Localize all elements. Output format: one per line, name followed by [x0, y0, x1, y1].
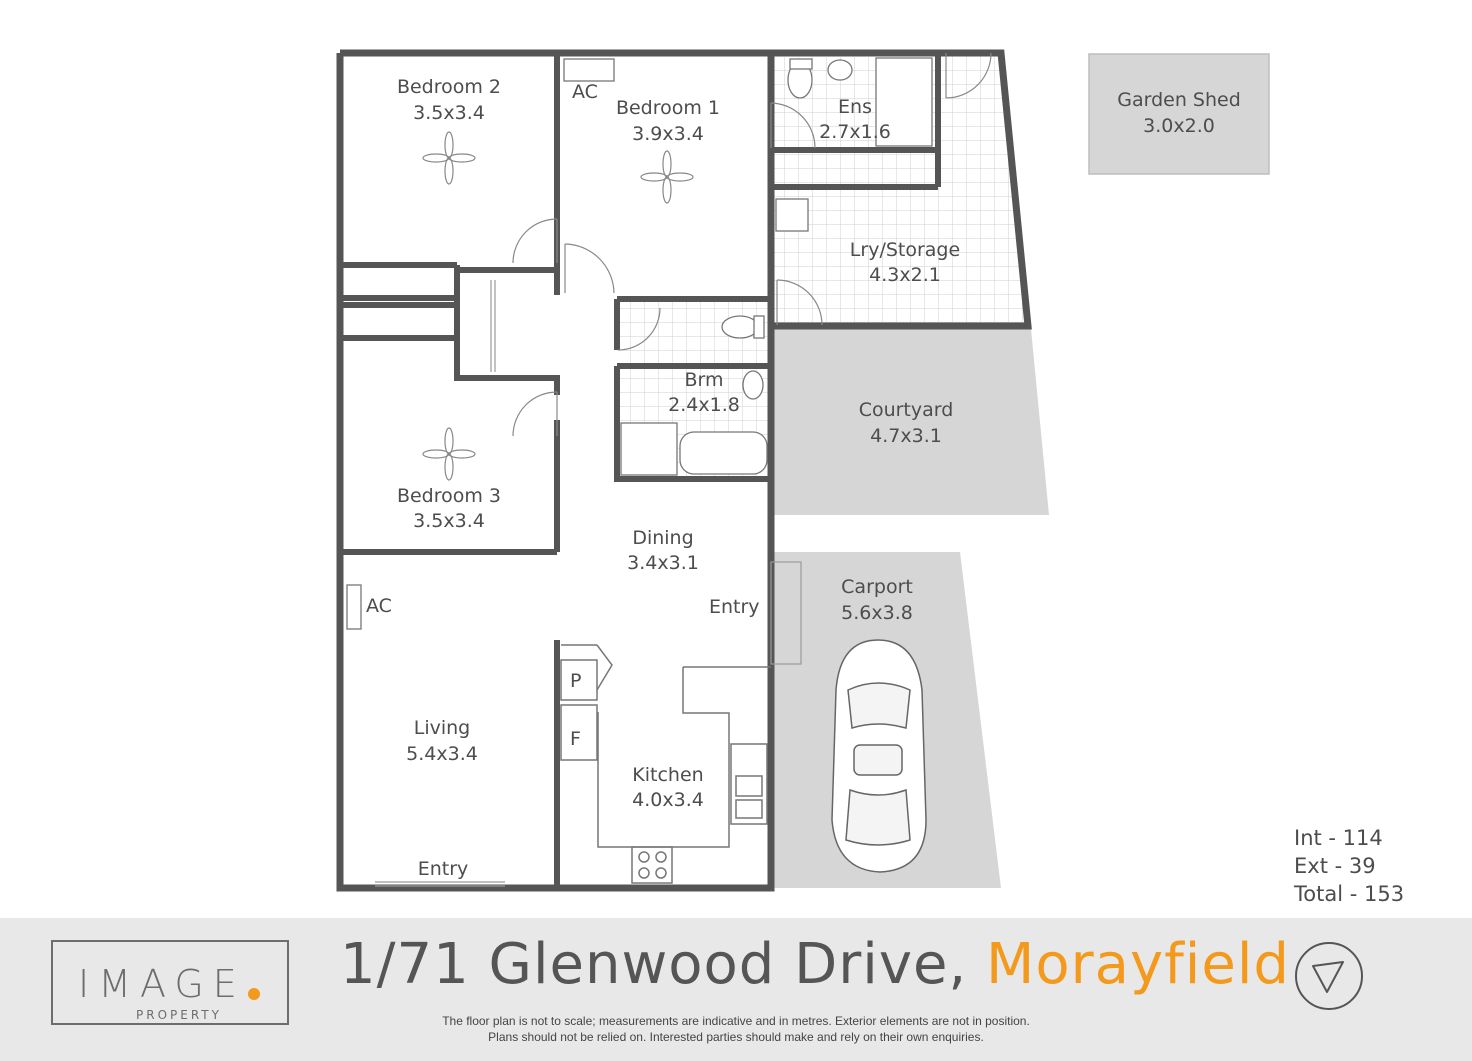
disclaimer-line-2: Plans should not be relied on. Intereste… — [488, 1030, 984, 1044]
garden-shed-area — [1088, 53, 1270, 175]
brm-name: Brm — [684, 369, 723, 391]
property-address: 1/71 Glenwood Drive, Morayfield — [340, 932, 1290, 997]
ens-size: 2.7x1.6 — [819, 121, 891, 143]
internal-area: Int - 114 — [1294, 826, 1383, 850]
outer-wall — [336, 49, 775, 892]
disclaimer: The floor plan is not to scale; measurem… — [376, 1013, 1096, 1045]
fridge-label: F — [570, 728, 581, 750]
area-summary: Int - 114 Ext - 39 Total - 153 — [1294, 824, 1404, 908]
laundry-outer-wall — [771, 49, 1032, 330]
bedroom1-name: Bedroom 1 — [616, 97, 720, 119]
ceiling-fan-icon — [640, 150, 694, 204]
laundry-tub — [775, 198, 809, 232]
kitchen-name: Kitchen — [632, 764, 703, 786]
external-area: Ext - 39 — [1294, 854, 1376, 878]
address-street: 1/71 Glenwood Drive, — [340, 932, 987, 997]
bedroom3-size: 3.5x3.4 — [413, 510, 485, 532]
brm-size: 2.4x1.8 — [668, 394, 740, 416]
disclaimer-line-1: The floor plan is not to scale; measurem… — [442, 1014, 1030, 1028]
dining-name: Dining — [632, 527, 693, 549]
courtyard-area — [771, 329, 1049, 515]
ceiling-fan-icon — [422, 131, 476, 185]
toilet — [721, 315, 759, 339]
carport-size: 5.6x3.8 — [841, 602, 913, 624]
ac-label: AC — [572, 81, 598, 103]
pantry-label: P — [570, 670, 581, 692]
bathroom-basin — [742, 370, 764, 400]
logo-frame — [51, 940, 289, 1025]
lry-name: Lry/Storage — [850, 239, 960, 261]
lry-size: 4.3x2.1 — [869, 264, 941, 286]
bedroom2-size: 3.5x3.4 — [413, 102, 485, 124]
car-icon — [831, 639, 927, 873]
bedroom3-name: Bedroom 3 — [397, 485, 501, 507]
logo-wordmark: IMAGE — [78, 962, 246, 1006]
north-compass-icon — [1295, 942, 1363, 1010]
logo-dot — [248, 988, 260, 1000]
bedroom2-name: Bedroom 2 — [397, 76, 501, 98]
carport-name: Carport — [841, 576, 913, 598]
ac-label: AC — [366, 595, 392, 617]
logo-subtitle: PROPERTY — [126, 1008, 232, 1022]
front-entry-label: Entry — [418, 858, 469, 880]
ensuite-basin — [827, 59, 853, 81]
shed-name: Garden Shed — [1117, 89, 1241, 111]
bedroom1-size: 3.9x3.4 — [632, 123, 704, 145]
living-name: Living — [414, 717, 471, 739]
total-area: Total - 153 — [1294, 882, 1405, 906]
address-suburb: Morayfield — [986, 932, 1290, 997]
shed-size: 3.0x2.0 — [1143, 115, 1215, 137]
floor-plan: Bedroom 2 3.5x3.4 Bedroom 1 3.9x3.4 AC E… — [336, 49, 1270, 892]
laundry-tiles — [771, 55, 1027, 326]
courtyard-size: 4.7x3.1 — [870, 425, 942, 447]
north-arrow-icon — [1312, 961, 1344, 993]
kitchen-size: 4.0x3.4 — [632, 789, 704, 811]
bathtub — [679, 431, 768, 475]
ceiling-fan-icon — [422, 427, 476, 481]
shower — [620, 422, 678, 476]
courtyard-name: Courtyard — [859, 399, 954, 421]
living-size: 5.4x3.4 — [406, 743, 478, 765]
ens-name: Ens — [838, 96, 872, 118]
side-entry-label: Entry — [709, 596, 760, 618]
dining-size: 3.4x3.1 — [627, 552, 699, 574]
